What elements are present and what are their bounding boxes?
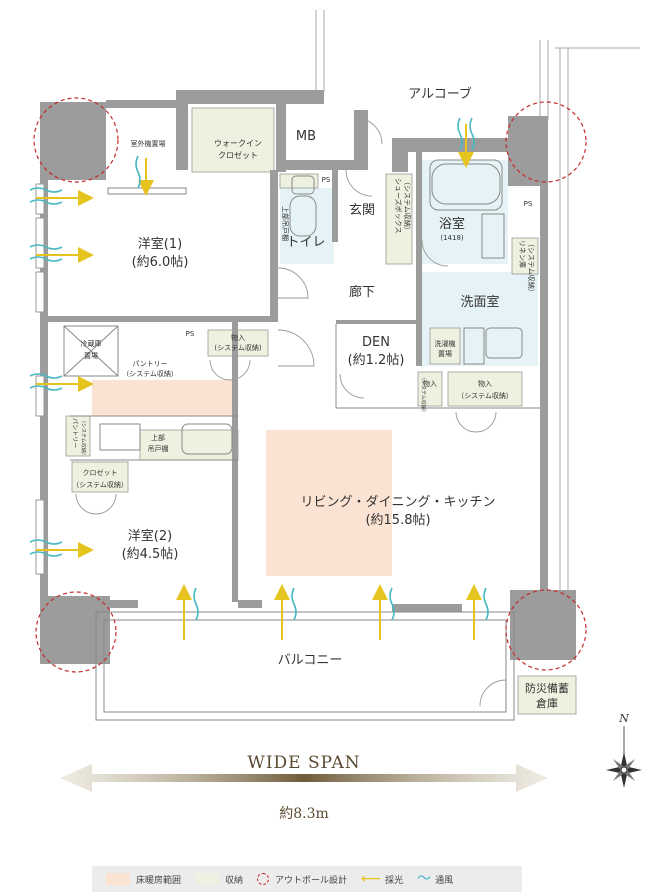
legend-heating-label: 床暖房範囲 [136,875,182,886]
wave-icon: 〜 [417,871,432,887]
span-title: WIDE SPAN [247,753,360,773]
pantry-side-label-2: （システム収納） [80,418,87,458]
site-outline [315,10,640,600]
legend-wind-label: 通風 [435,875,454,886]
door-swings [75,117,507,707]
upper-cab-kitchen-1: 上部 [151,433,165,442]
compass-icon [606,726,642,788]
legend-storage-swatch [195,873,220,885]
washer-label-1: 洗濯機 [435,339,456,348]
disaster-storage-box [517,675,577,715]
span-arrow [60,764,548,792]
ps-label-3: PS [186,330,195,338]
legend-heating: 床暖房範囲 [106,873,181,886]
legend: 床暖房範囲 収納 アウトポール設計 ⟵ 採光 〜 通風 [92,866,522,892]
shoes-label-2: （システム収納） [403,178,412,234]
storage-labels: ウォークイン クロゼット シューズボックス （システム収納） リネン庫 （システ… [71,139,569,710]
room-hallway: 廊下 [349,284,375,300]
span-width: 約8.3m [279,806,329,822]
room-western2-area: (約4.5帖) [122,547,179,562]
outpole-circles [33,97,587,673]
room-balcony: バルコニー [278,653,343,668]
upper-cab-toilet-label: 上部吊戸棚 [281,206,290,241]
floor-heating-kitchen [92,380,232,416]
shoes-label-1: シューズボックス [394,178,403,233]
room-entrance: 玄関 [349,203,375,218]
storage-areas [65,107,539,493]
floor-heating-ldk [266,430,392,576]
legend-outpole-label: アウトポール設計 [275,875,348,886]
linen-label-1: リネン庫 [518,240,527,268]
closet-label-1: クロゼット [83,468,118,477]
outdoor-unit-label: 室外機置場 [131,139,166,148]
toilet-floor [280,188,334,264]
fridge-label-2: 置場 [84,351,98,360]
disaster-label-2: 倉庫 [536,696,558,710]
walkin-label-2: クロゼット [218,150,258,160]
legend-light: ⟵ 採光 [361,871,404,887]
room-toilet: トイレ [286,235,325,250]
compass-north-label: N [618,712,629,725]
wind-waves [29,117,489,621]
pantry-side-label-1: パントリー [71,418,78,448]
left-windows [35,183,45,575]
ps-label-2: PS [524,200,533,208]
room-alcove: アルコーブ [408,86,472,102]
mono-top-label-1: 物入 [231,333,245,342]
mono-den-label-1: 物入 [423,379,437,388]
mono-right-label-2: （システム収納） [457,391,513,400]
legend-outpole: アウトポール設計 [257,873,347,886]
ps-label-1: PS [322,176,331,184]
room-ldk-name: リビング・ダイニング・キッチン [300,495,495,510]
closet-label-2: （システム収納） [72,480,128,489]
walkin-label-1: ウォークイン [214,139,262,148]
room-labels: 洋室(1) (約6.0帖) 洋室(2) (約4.5帖) リビング・ダイニング・キ… [122,86,500,668]
room-western1-name: 洋室(1) [138,236,182,252]
pantry-label-2: （システム収納） [122,369,178,378]
room-western2-name: 洋室(2) [128,528,172,544]
pantry-label-1: パントリー [132,360,167,368]
fridge-label-1: 冷蔵庫 [81,339,102,348]
room-ldk-area: (約15.8帖) [365,513,430,528]
room-mb: MB [296,129,316,144]
legend-light-label: 採光 [385,875,404,886]
linen-label-2: （システム収納） [527,240,536,296]
dashed-circle-icon [257,873,270,885]
room-bath-name: 浴室 [439,216,465,232]
upper-cab-kitchen-2: 吊戸棚 [148,444,169,453]
room-washroom: 洗面室 [460,294,499,310]
legend-storage-label: 収納 [225,875,244,886]
legend-heating-swatch [106,873,130,885]
arrow-left-icon: ⟵ [361,871,382,887]
bath-floor [422,160,508,264]
mono-right-label-1: 物入 [478,379,492,388]
light-arrows [36,124,482,640]
room-western1-area: (約6.0帖) [132,255,189,270]
room-den-name: DEN [362,335,390,350]
room-bath-size: (1418) [440,234,464,242]
legend-storage: 収納 [195,873,243,886]
washer-label-2: 置場 [438,349,452,358]
disaster-label-1: 防災備蓄 [525,681,569,695]
partitions [63,159,540,721]
room-den-area: (約1.2帖) [348,353,405,368]
legend-wind: 〜 通風 [417,871,454,887]
mono-top-label-2: (システム収納) [214,343,262,352]
mono-den-label-2: （システム収納） [420,375,427,415]
